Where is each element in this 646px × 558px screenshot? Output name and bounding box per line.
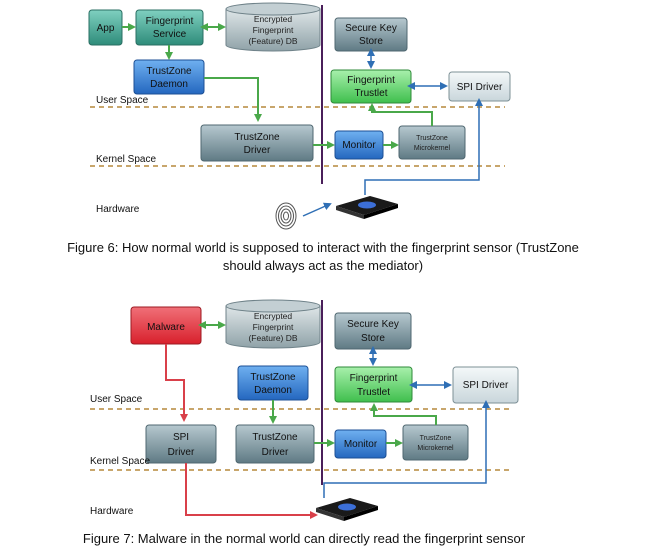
arrow-malware-to-spi [165, 344, 188, 422]
user-space-label-fig7: User Space [90, 394, 143, 405]
spi-driver-secure-label: SPI Driver [463, 380, 509, 391]
db-label-1-fig7: Encrypted [254, 311, 293, 321]
monitor-label: Monitor [342, 140, 376, 151]
fingerprint-service-label-2: Service [153, 29, 187, 40]
trustzone-driver-label-2-fig7: Driver [262, 447, 289, 458]
db-label-2: Fingerprint [253, 25, 294, 35]
kernel-space-label-fig7: Kernel Space [90, 456, 150, 467]
kernel-space-label-fig6: Kernel Space [96, 154, 156, 165]
trustzone-daemon-label-1: TrustZone [146, 66, 192, 77]
encrypted-db-cylinder-fig7 [225, 299, 321, 349]
db-label-3-fig7: (Feature) DB [248, 333, 297, 343]
arrow-daemon-to-driver [204, 77, 262, 122]
fingerprint-trustlet-label-1-fig7: Fingerprint [350, 373, 398, 384]
figure-7: Malware Encrypted Fingerprint (Feature) … [83, 299, 526, 546]
figure-6-caption-line-2: should always act as the mediator) [223, 258, 423, 273]
trustzone-driver-label-1: TrustZone [234, 132, 280, 143]
figure-6-caption-line-1: Figure 6: How normal world is supposed t… [67, 240, 579, 255]
hardware-label-fig6: Hardware [96, 204, 140, 215]
trustzone-daemon-label-2: Daemon [150, 79, 188, 90]
fingerprint-service-label-1: Fingerprint [146, 16, 194, 27]
db-label-2-fig7: Fingerprint [253, 322, 294, 332]
fingerprint-trustlet-label-2-fig7: Trustlet [357, 387, 390, 398]
app-label: App [97, 23, 115, 34]
trustzone-daemon-label-1-fig7: TrustZone [250, 372, 296, 383]
fingerprint-sensor-icon [336, 196, 398, 219]
trustzone-microkernel-label-1-fig7: TrustZone [420, 435, 452, 442]
secure-key-store-label-1: Secure Key [345, 23, 397, 34]
trustzone-driver-box [200, 124, 314, 162]
arrow-spi-to-sensor [364, 98, 483, 195]
trustzone-driver-label-2: Driver [244, 145, 271, 156]
figure-7-caption: Figure 7: Malware in the normal world ca… [83, 531, 526, 546]
arrow-spi-to-sensor-fig7 [323, 400, 490, 498]
spi-driver-label: SPI Driver [457, 82, 503, 93]
secure-key-store-label-1-fig7: Secure Key [347, 319, 399, 330]
fingerprint-sensor-icon-fig7 [316, 498, 378, 521]
hardware-label-fig7: Hardware [90, 506, 134, 517]
trustzone-driver-label-1-fig7: TrustZone [252, 432, 298, 443]
arrow-spi-to-sensor-red [185, 463, 318, 519]
spi-driver-normal-label-1: SPI [173, 432, 189, 443]
arrow-microkernel-to-trustlet [368, 103, 433, 126]
arrow-finger-to-sensor [302, 202, 332, 217]
arrow-microkernel-to-trustlet-fig7 [370, 403, 437, 425]
figure-6: App Fingerprint Service Encrypted Finger… [67, 2, 579, 273]
db-label-3: (Feature) DB [248, 36, 297, 46]
encrypted-db-cylinder [225, 2, 321, 52]
trustzone-microkernel-label-1: TrustZone [416, 135, 448, 142]
trustzone-microkernel-box [398, 125, 466, 160]
spi-driver-normal-label-2: Driver [168, 447, 195, 458]
malware-label: Malware [147, 322, 185, 333]
trustzone-microkernel-label-2-fig7: Microkernel [417, 445, 454, 452]
trustzone-daemon-label-2-fig7: Daemon [254, 385, 292, 396]
fingerprint-icon [275, 202, 297, 230]
monitor-label-fig7: Monitor [344, 439, 378, 450]
fingerprint-trustlet-label-1: Fingerprint [347, 75, 395, 86]
secure-key-store-label-2: Store [359, 36, 383, 47]
trustzone-microkernel-box-fig7 [402, 424, 469, 461]
db-label-1: Encrypted [254, 14, 293, 24]
trustzone-microkernel-label-2: Microkernel [414, 145, 451, 152]
secure-key-store-label-2-fig7: Store [361, 333, 385, 344]
user-space-label-fig6: User Space [96, 95, 149, 106]
fingerprint-trustlet-label-2: Trustlet [355, 88, 388, 99]
spi-driver-normal-box [145, 424, 217, 464]
